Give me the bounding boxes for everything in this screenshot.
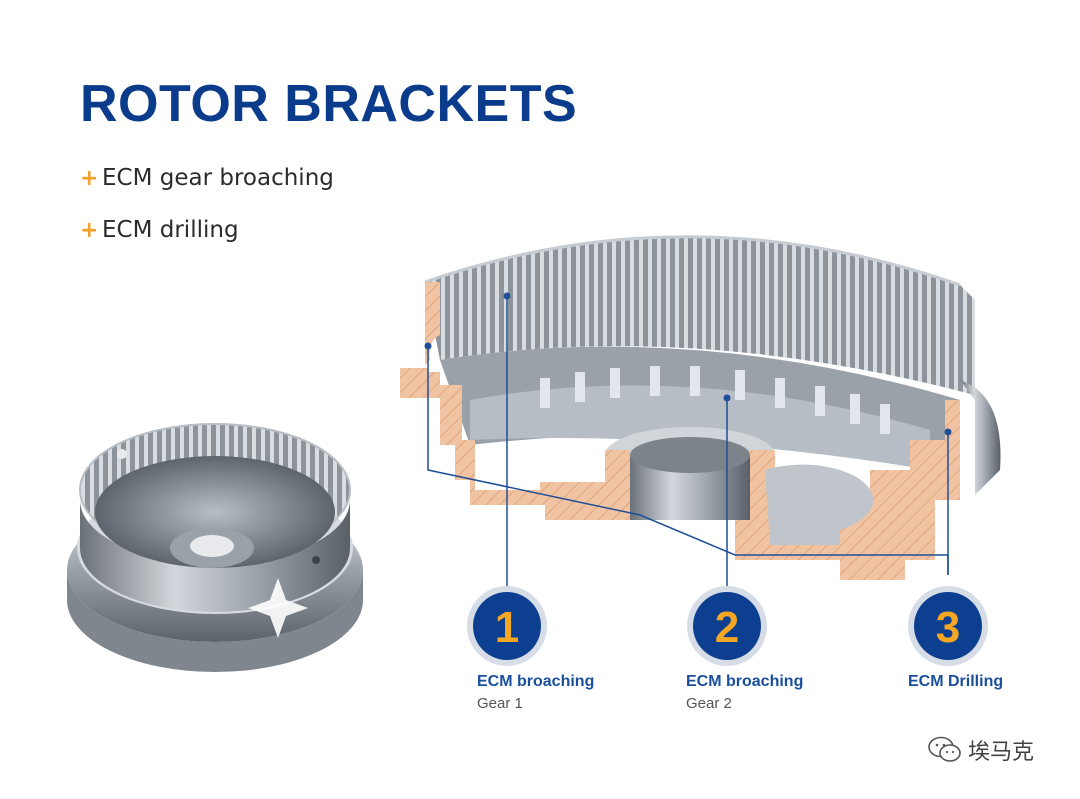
plus-icon: + — [80, 165, 99, 191]
badge-number: 2 — [715, 603, 739, 652]
watermark: 埃马克 — [928, 734, 1034, 766]
callout-1-title: ECM broaching — [477, 673, 595, 690]
leader-lines — [427, 296, 949, 592]
anchor-dot — [944, 428, 952, 436]
callout-3-title: ECM Drilling — [908, 673, 1004, 690]
anchor-dot — [424, 342, 432, 350]
page-title: ROTOR BRACKETS — [80, 75, 578, 133]
rotor-bracket-photo — [67, 423, 363, 672]
callout-2-title: ECM broaching — [686, 673, 804, 690]
anchor-dot — [723, 394, 731, 402]
bullet-item: + ECM gear broaching — [80, 164, 334, 192]
bullet-text: ECM gear broaching — [102, 165, 334, 191]
anchor-dot — [503, 292, 511, 300]
bullet-item: + ECM drilling — [80, 216, 334, 244]
badge-3: 3 — [908, 586, 988, 666]
badge-number: 1 — [495, 603, 519, 652]
rotor-bracket-cutaway — [400, 235, 1001, 580]
badge-number: 3 — [936, 603, 960, 652]
callout-2-subtitle: Gear 2 — [686, 695, 732, 712]
watermark-text: 埃马克 — [968, 740, 1035, 765]
callout-1-subtitle: Gear 1 — [477, 695, 523, 712]
bullet-list: + ECM gear broaching + ECM drilling — [80, 164, 334, 268]
plus-icon: + — [80, 217, 99, 243]
badge-1: 1 — [467, 586, 547, 666]
badge-2: 2 — [687, 586, 767, 666]
bullet-text: ECM drilling — [102, 217, 239, 243]
wechat-icon — [928, 736, 961, 762]
